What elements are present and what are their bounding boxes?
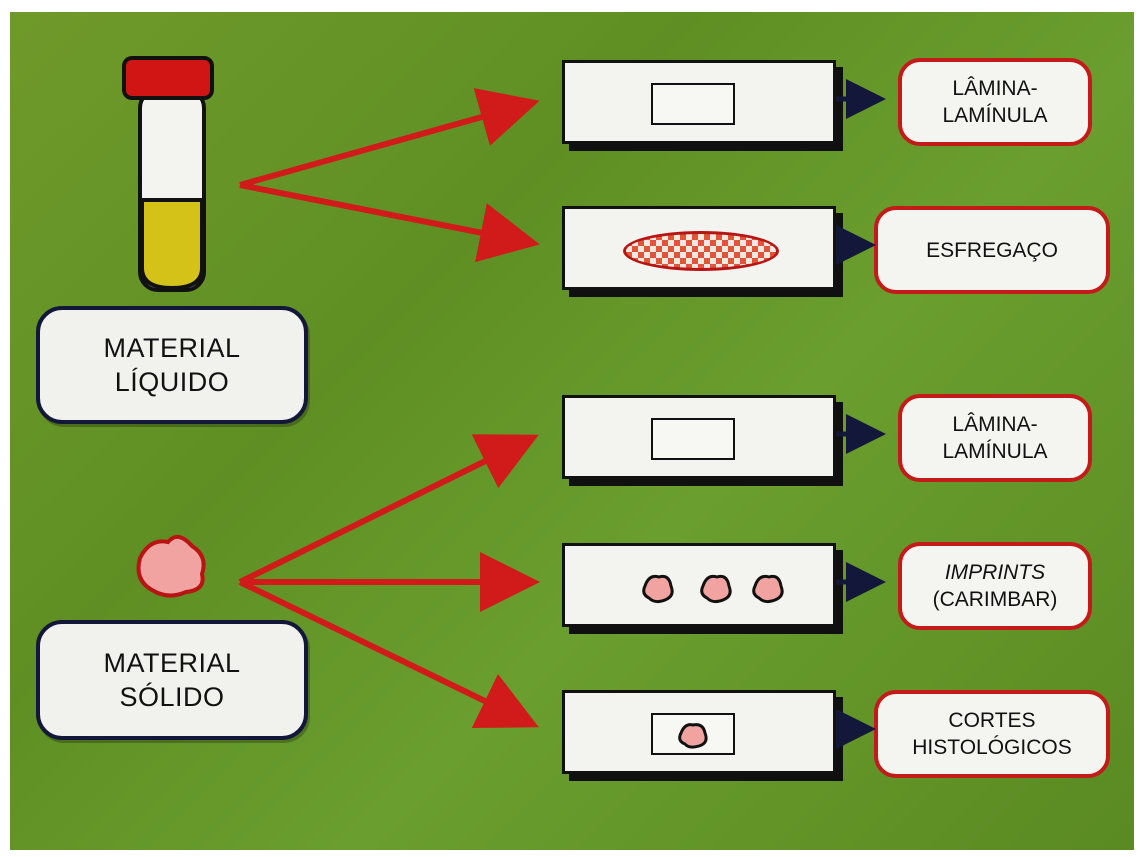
- result-line2: HISTOLÓGICOS: [912, 736, 1072, 759]
- tissue-section-icon: [678, 723, 708, 749]
- slide-smear: [562, 206, 836, 290]
- arrow-right-icon: [238, 579, 539, 728]
- slide-histological: [562, 690, 836, 774]
- coverslip: [651, 713, 735, 755]
- result-line1: IMPRINTS: [944, 561, 1046, 584]
- slide-coverslip-solid: [562, 395, 836, 479]
- liquid-material-box: MATERIAL LÍQUIDO: [36, 306, 308, 424]
- solid-material-box: MATERIAL SÓLIDO: [36, 620, 308, 740]
- liquid-material-line2: LÍQUIDO: [114, 367, 230, 397]
- result-line1: LÂMINA-: [952, 77, 1038, 100]
- result-line2: LAMÍNULA: [942, 104, 1048, 127]
- smear-pattern: [623, 231, 779, 271]
- result-line1: CORTES: [948, 709, 1036, 732]
- liquid-material-line1: MATERIAL: [103, 333, 241, 363]
- slide-coverslip-liquid: [562, 60, 836, 144]
- coverslip: [651, 418, 735, 460]
- solid-material-line2: SÓLIDO: [119, 682, 225, 712]
- arrow-right-icon: [239, 88, 540, 188]
- arrow-right-icon: [239, 182, 540, 263]
- result-line2: (CARIMBAR): [932, 588, 1058, 611]
- result-line2: LAMÍNULA: [942, 440, 1048, 463]
- slide-imprints: [562, 543, 836, 627]
- result-box-histological: CORTES HISTOLÓGICOS: [874, 690, 1110, 778]
- result-box-imprints: IMPRINTS (CARIMBAR): [898, 542, 1092, 630]
- solid-material-line1: MATERIAL: [103, 648, 241, 678]
- result-line1: ESFREGAÇO: [926, 238, 1058, 262]
- arrow-right-icon: [238, 434, 539, 585]
- result-box-coverslip-1: LÂMINA- LAMÍNULA: [898, 58, 1092, 146]
- result-box-smear: ESFREGAÇO: [874, 206, 1110, 294]
- result-line1: LÂMINA-: [952, 413, 1038, 436]
- result-box-coverslip-2: LÂMINA- LAMÍNULA: [898, 394, 1092, 482]
- imprint-spots: [642, 574, 784, 604]
- coverslip: [651, 83, 735, 125]
